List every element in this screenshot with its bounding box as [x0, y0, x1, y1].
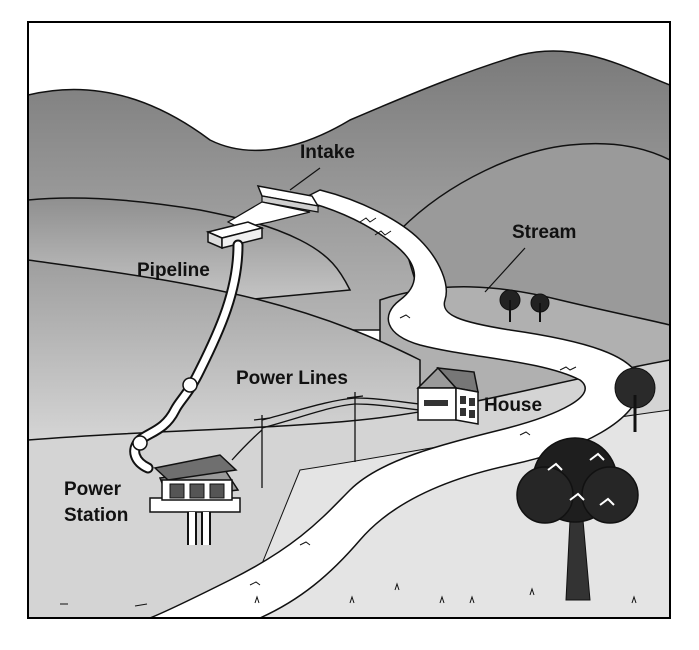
label-power-lines: Power Lines [236, 368, 348, 389]
label-power-station-line2: Station [64, 505, 128, 526]
intake-structure [256, 185, 320, 213]
label-house: House [484, 395, 542, 416]
foreground-hill [28, 259, 421, 471]
power-lines [231, 392, 421, 488]
stream [149, 189, 641, 618]
right-ridge [399, 142, 670, 331]
right-tree [614, 367, 656, 432]
frame-border [27, 21, 671, 619]
stream-ripples [249, 217, 577, 586]
stream-leader [484, 247, 526, 293]
small-trees [499, 289, 550, 322]
label-pipeline: Pipeline [137, 260, 210, 281]
intake-leader [289, 167, 321, 191]
power-station [149, 454, 241, 545]
label-intake: Intake [300, 142, 355, 163]
house [416, 366, 479, 425]
grass-tufts [60, 582, 637, 607]
pipeline [129, 239, 244, 474]
forebay-tank [205, 221, 265, 250]
label-power-station-line1: Power [64, 479, 122, 500]
foreground-tree [516, 437, 639, 601]
label-stream: Stream [512, 222, 576, 243]
